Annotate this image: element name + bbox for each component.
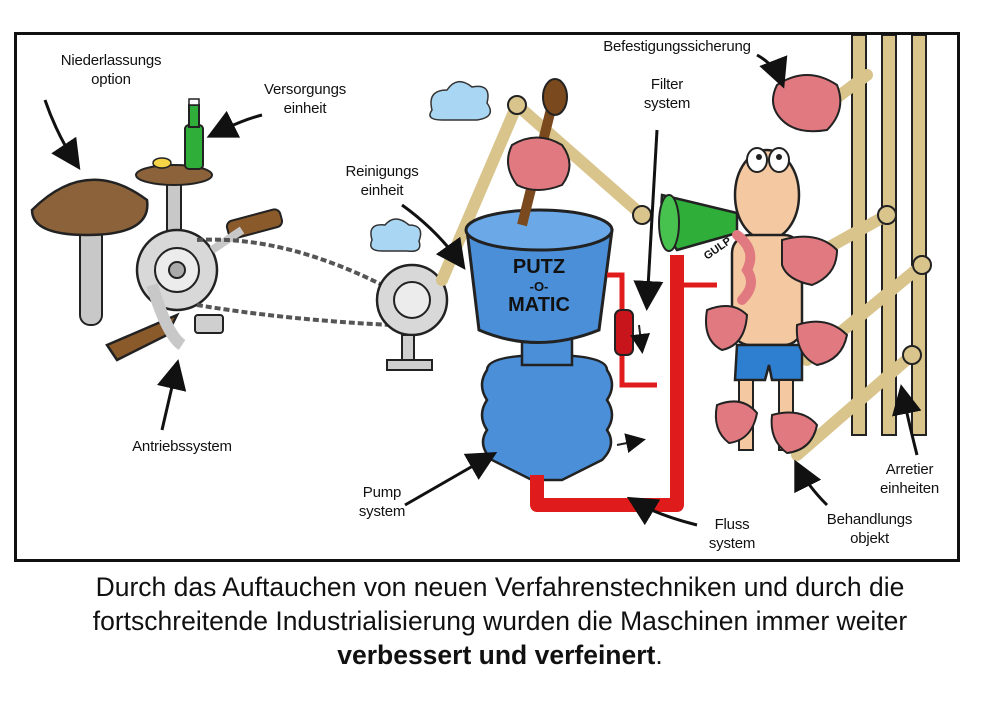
label-antriebssystem: Antriebssystem xyxy=(107,437,257,456)
machine-text-line3: MATIC xyxy=(508,294,570,316)
label-arretiereinheiten: Arretier einheiten xyxy=(862,460,957,498)
machine-text-line2: -O- xyxy=(530,279,549,294)
label-line: system xyxy=(708,535,756,552)
putz-o-matic-machine: PUTZ -O- MATIC xyxy=(464,78,614,482)
label-befestigungssicherung: Befestigungssicherung xyxy=(577,37,777,56)
cup-icon xyxy=(152,157,172,169)
label-line: Pump xyxy=(362,484,402,501)
filter-cartridge xyxy=(614,309,634,356)
bottle-icon xyxy=(184,98,204,170)
flow-pipes xyxy=(530,255,717,512)
supply-table xyxy=(135,98,213,251)
label-line: system xyxy=(643,95,691,112)
label-line: Versorgungs xyxy=(263,81,347,98)
drive-system xyxy=(105,208,449,371)
label-line: Niederlassungs xyxy=(60,52,162,69)
label-pumpsystem: Pump system xyxy=(337,483,427,521)
caption-line3: verbessert und verfeinert. xyxy=(0,638,1000,672)
label-line: Fluss xyxy=(714,516,750,533)
caption-bold-text: verbessert und verfeinert xyxy=(337,640,656,670)
label-arrows xyxy=(43,53,922,527)
person-figure xyxy=(705,74,849,455)
label-line: system xyxy=(358,503,406,520)
mushroom-seat xyxy=(30,178,149,326)
label-flusssystem: Fluss system xyxy=(687,515,777,553)
label-line: einheit xyxy=(360,182,404,199)
label-line: Filter xyxy=(650,76,684,93)
label-filtersystem: Filter system xyxy=(622,75,712,113)
label-niederlassungsoption: Niederlassungs option xyxy=(31,51,191,89)
label-versorgungseinheit: Versorgungs einheit xyxy=(245,80,365,118)
funnel-icon xyxy=(658,193,739,252)
caption: Durch das Auftauchen von neuen Verfahren… xyxy=(0,570,1000,672)
caption-line1: Durch das Auftauchen von neuen Verfahren… xyxy=(95,572,905,602)
label-line: objekt xyxy=(850,530,889,547)
label-line: Behandlungs xyxy=(826,511,913,528)
label-line: einheiten xyxy=(879,480,940,497)
label-line: option xyxy=(91,71,131,88)
label-line: Befestigungssicherung xyxy=(603,38,751,55)
label-line: einheit xyxy=(283,100,327,117)
machine-text-line1: PUTZ xyxy=(513,256,565,278)
steam-cloud-icon xyxy=(370,81,492,253)
label-line: Arretier xyxy=(885,461,934,478)
label-line: Reinigungs xyxy=(345,163,419,180)
illustration-frame: PUTZ -O- MATIC xyxy=(14,32,960,562)
cartoon-illustration: PUTZ -O- MATIC xyxy=(30,35,932,527)
caption-line2: fortschreitende Industrialisierung wurde… xyxy=(92,606,908,636)
label-behandlungsobjekt: Behandlungs objekt xyxy=(812,510,927,548)
label-line: Antriebssystem xyxy=(132,438,232,455)
label-reinigungseinheit: Reinigungs einheit xyxy=(327,162,437,200)
caption-end: . xyxy=(655,640,663,670)
